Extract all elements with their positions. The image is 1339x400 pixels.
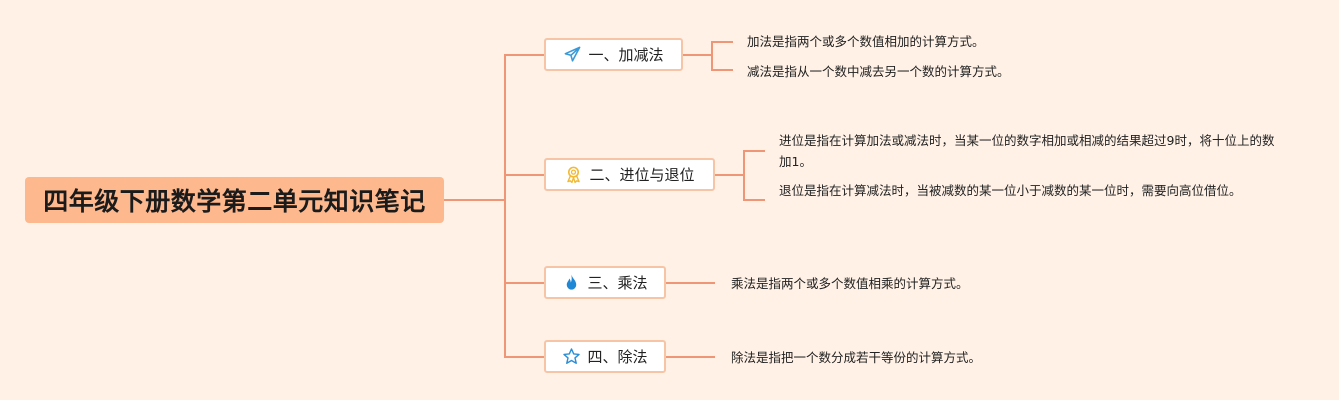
note-carry: 进位是指在计算加法或减法时，当某一位的数字相加或相减的结果超过9时，将十位上的数… (779, 133, 1275, 169)
leaf-connector (665, 356, 715, 358)
star-icon (563, 348, 581, 364)
note-multiplication: 乘法是指两个或多个数值相乘的计算方式。 (731, 276, 969, 291)
leaf-connector (743, 150, 765, 152)
leaf-connector (682, 54, 712, 56)
branch-connector-2 (504, 174, 546, 176)
branch-label: 三、乘法 (587, 274, 648, 292)
root-topic[interactable]: 四年级下册数学第二单元知识笔记 (25, 177, 444, 223)
root-connector (444, 199, 506, 201)
note-division: 除法是指把一个数分成若干等份的计算方式。 (731, 350, 982, 365)
flame-icon (567, 274, 577, 290)
leaf-connector (714, 174, 745, 176)
branch-topic-multiplication[interactable]: 三、乘法 (544, 266, 666, 299)
leaf-connector (711, 41, 713, 70)
branch-topic-division[interactable]: 四、除法 (544, 340, 666, 373)
leaf-connector (743, 199, 765, 201)
branch-label: 四、除法 (587, 348, 648, 366)
branch-connector-4 (504, 356, 546, 358)
branch-connector-1 (504, 54, 546, 56)
paper-plane-icon (565, 46, 581, 62)
leaf-connector (743, 150, 745, 201)
branch-label: 一、加减法 (588, 46, 664, 64)
leaf-connector (711, 41, 733, 43)
branch-connector-3 (504, 282, 546, 284)
root-title: 四年级下册数学第二单元知识笔记 (43, 187, 426, 216)
note-borrow: 退位是指在计算减法时，当被减数的某一位小于减数的某一位时，需要向高位借位。 (779, 183, 1242, 198)
branch-topic-carry-borrow[interactable]: 二、进位与退位 (544, 158, 715, 191)
leaf-connector (711, 69, 733, 71)
award-icon (567, 166, 581, 184)
branch-label: 二、进位与退位 (589, 166, 695, 184)
note-addition: 加法是指两个或多个数值相加的计算方式。 (747, 34, 985, 49)
leaf-connector (665, 282, 715, 284)
note-subtraction: 减法是指从一个数中减去另一个数的计算方式。 (747, 64, 1010, 79)
branch-topic-addition-subtraction[interactable]: 一、加减法 (544, 38, 683, 71)
trunk-connector (504, 54, 506, 357)
